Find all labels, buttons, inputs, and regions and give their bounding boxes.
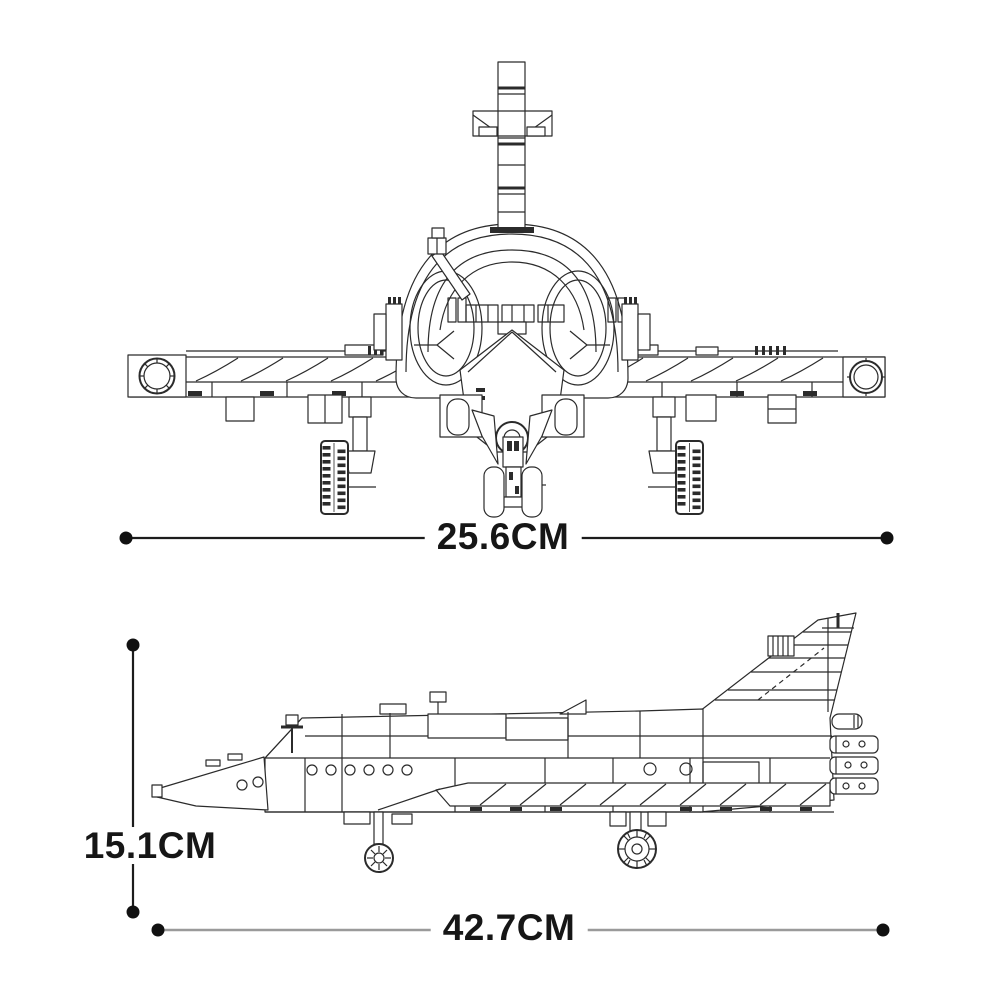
nose-gear-side [344, 812, 412, 872]
left-main-gear [321, 397, 376, 514]
front-mast [286, 715, 298, 725]
ventral-fin-left [472, 410, 498, 464]
width-dimension-label: 25.6CM [424, 518, 582, 556]
right-wingtip-pod [843, 357, 885, 397]
dimension-dot [876, 923, 890, 937]
nose-gear [440, 395, 584, 517]
dimension-dot [880, 531, 894, 545]
dimension-dot [126, 905, 140, 919]
length-dimension-label: 42.7CM [430, 909, 588, 947]
spine-antenna [430, 692, 446, 702]
dimension-dot [119, 531, 133, 545]
front-fuselage [374, 224, 650, 454]
side-view-drawing [152, 613, 878, 872]
ventral-fin-right [526, 410, 552, 464]
height-dimension-line [126, 638, 140, 919]
dimension-dot [151, 923, 165, 937]
tail-fin-front [473, 62, 552, 233]
height-dimension-label: 15.1CM [71, 827, 229, 865]
right-main-gear [648, 397, 703, 514]
front-view-drawing [128, 62, 885, 517]
dimension-dot [126, 638, 140, 652]
engine-nozzles [830, 714, 878, 794]
left-wingtip-pod [128, 355, 186, 397]
side-wing [378, 783, 830, 811]
main-gear-side [610, 812, 666, 868]
blade-antenna [560, 700, 586, 714]
